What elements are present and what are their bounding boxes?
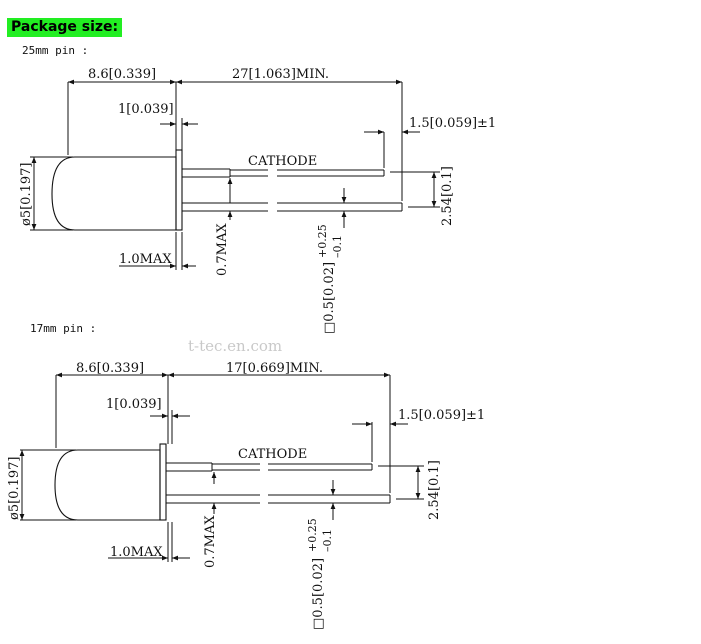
section-caption-17mm: 17mm pin : (30, 322, 97, 335)
dim-lead-base-2: □0.5[0.02] (311, 558, 326, 630)
dim-lead-neck-2: 0.7MAX (203, 515, 218, 568)
dim-pitch: 2.54[0.1] (440, 166, 455, 226)
dim-flange-2: 1[0.039] (106, 397, 162, 412)
watermark: t-tec.en.com (188, 337, 282, 355)
dim-lead-step-2: 1.5[0.059]±1 (398, 408, 485, 423)
drawing-17mm (19, 372, 424, 562)
dim-lead-length-2: 17[0.669]MIN. (226, 361, 323, 376)
cathode-label-2: CATHODE (238, 447, 307, 462)
dim-body-length: 8.6[0.339] (88, 67, 156, 82)
dim-lead-step: 1.5[0.059]±1 (409, 116, 496, 131)
dim-tolerance-minus-2: –0.1 (321, 529, 334, 552)
section-caption-25mm: 25mm pin : (22, 44, 89, 57)
cathode-label: CATHODE (248, 154, 317, 169)
led-body-outline (51, 156, 177, 231)
led-body-outline-2 (54, 449, 161, 521)
dim-diameter: ø5[0.197] (19, 163, 34, 226)
dim-pitch-2: 2.54[0.1] (427, 460, 442, 520)
dim-lead-base: □0.5[0.02] (322, 262, 337, 334)
dim-flange: 1[0.039] (118, 102, 174, 117)
drawing-25mm (30, 79, 440, 270)
dim-tolerance-plus-2: +0.25 (306, 518, 319, 552)
dim-flange-max-2: 1.0MAX (110, 545, 163, 560)
led-flange-2 (159, 443, 167, 521)
dim-diameter-2: ø5[0.197] (7, 457, 22, 520)
drawing-17mm-labels: 8.6[0.339] 17[0.669]MIN. 1[0.039] 1.5[0.… (7, 361, 485, 630)
dim-lead-neck: 0.7MAX (215, 223, 230, 276)
page-title: Package size: (7, 18, 123, 37)
dim-tolerance-plus: +0.25 (316, 224, 329, 258)
dim-lead-length: 27[1.063]MIN. (232, 67, 329, 82)
dim-body-length-2: 8.6[0.339] (76, 361, 144, 376)
dim-flange-max: 1.0MAX (119, 252, 172, 267)
dim-tolerance-minus: –0.1 (331, 235, 344, 258)
led-flange (175, 149, 183, 231)
drawing-25mm-labels: 8.6[0.339] 27[1.063]MIN. 1[0.039] 1.5[0.… (19, 67, 496, 334)
